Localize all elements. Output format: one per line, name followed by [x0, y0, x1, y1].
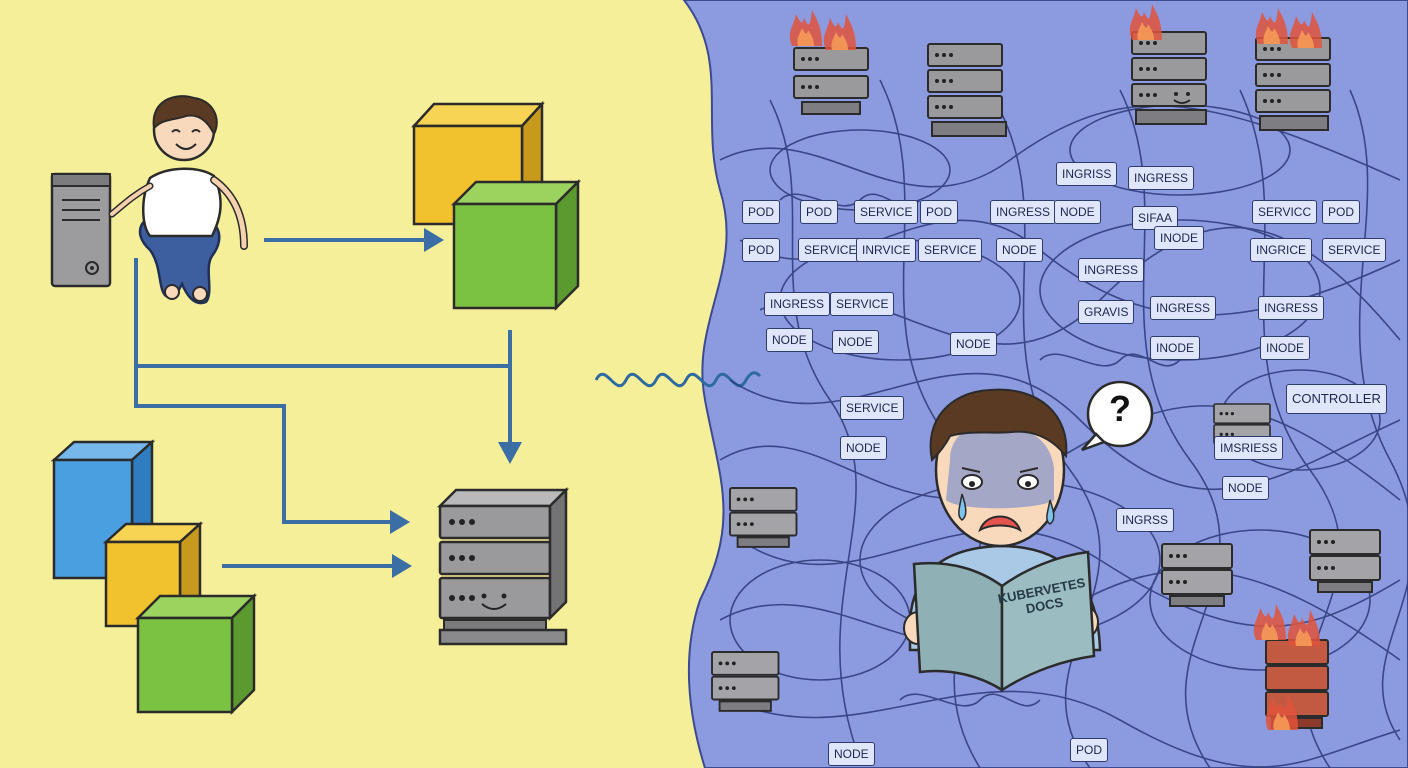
server-rack-icon: [729, 487, 798, 548]
tower-pc-icon: [50, 172, 112, 288]
server-rack-icon: [436, 486, 570, 646]
happy-person-icon: [108, 95, 248, 305]
server-rack-icon: [1131, 31, 1207, 125]
server-rack-icon: [1309, 529, 1381, 593]
server-rack-icon: [1161, 543, 1233, 607]
server-rack-icon: [1255, 37, 1331, 131]
book-icon: [912, 550, 1096, 693]
container-box-icon: [450, 178, 582, 312]
server-rack-icon: [711, 651, 780, 712]
question-bubble-icon: [1081, 380, 1154, 452]
server-rack-icon: [793, 47, 869, 115]
container-box-icon: [134, 592, 258, 716]
flow-arrows: [134, 228, 522, 578]
server-rack-icon: [927, 43, 1007, 137]
server-rack-icon: [1213, 403, 1271, 455]
squiggle-divider: [594, 371, 762, 388]
